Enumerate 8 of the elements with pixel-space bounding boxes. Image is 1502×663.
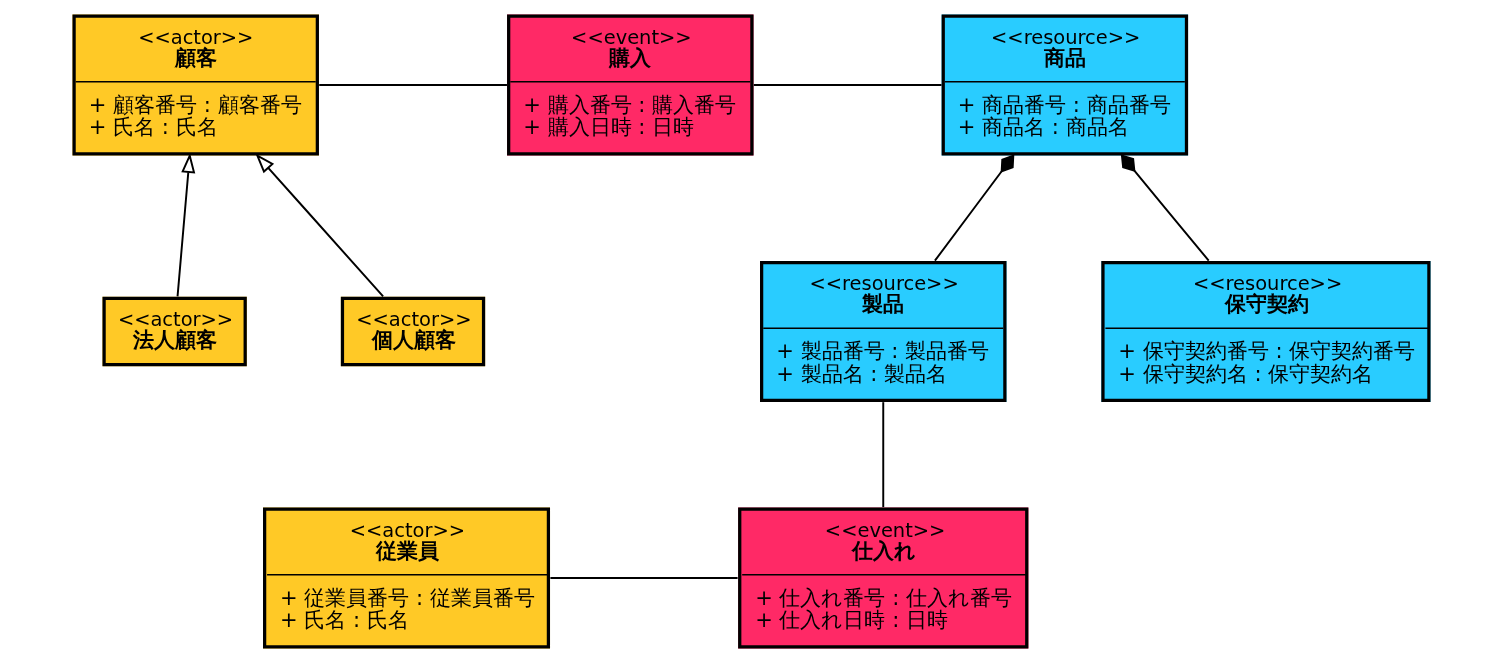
arrow [254, 153, 384, 298]
connector [1120, 154, 1210, 262]
arrow [176, 152, 195, 298]
connector [317, 84, 508, 86]
connector [548, 577, 739, 579]
connector [881, 401, 884, 509]
connector [752, 84, 942, 86]
connector [933, 154, 1014, 262]
